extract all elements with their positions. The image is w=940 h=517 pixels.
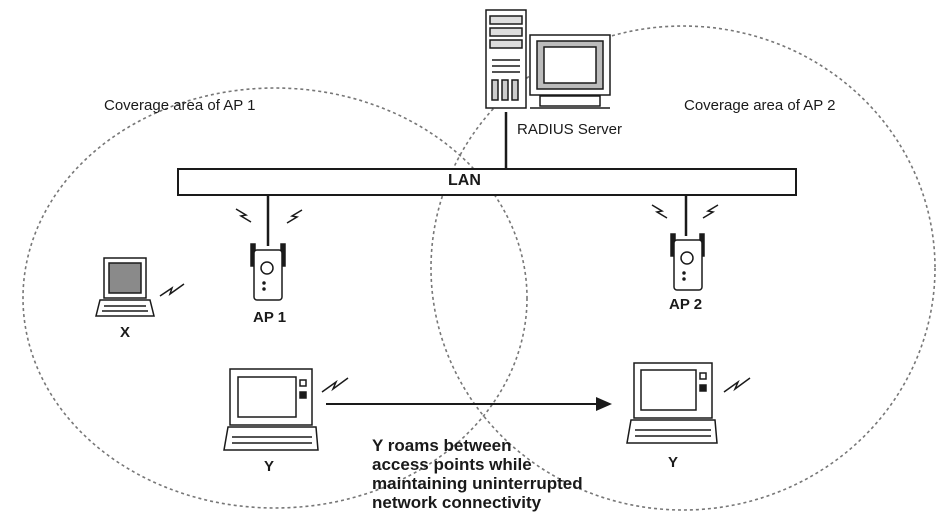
client-y-left-laptop-icon (223, 368, 319, 451)
roaming-arrow-head (596, 397, 612, 411)
lan-label: LAN (448, 172, 481, 189)
coverage-ap2-label: Coverage area of AP 2 (684, 97, 836, 114)
ap1-label: AP 1 (253, 309, 287, 326)
roaming-note-line-1: Y roams between (372, 436, 512, 455)
radius-server-icon (485, 9, 611, 109)
client-x-label: X (120, 324, 131, 341)
roaming-note: Y roams between access points while main… (372, 436, 583, 512)
ap2-device-icon (670, 233, 705, 291)
radius-server-label: RADIUS Server (517, 121, 623, 138)
ap1-signal-icon (235, 208, 303, 224)
client-y-right-label: Y (668, 454, 679, 471)
client-y-left-label: Y (264, 458, 275, 475)
client-x-computer-icon (95, 257, 155, 317)
roaming-note-line-2: access points while (372, 455, 532, 474)
ap1-device-icon (250, 243, 286, 301)
client-y-left-signal-icon (321, 377, 349, 393)
roaming-note-line-4: network connectivity (372, 493, 542, 512)
roaming-note-line-3: maintaining uninterrupted (372, 474, 583, 493)
coverage-ap1-label: Coverage area of AP 1 (104, 97, 256, 114)
client-y-right-signal-icon (723, 377, 751, 393)
coverage-area-ap2 (430, 25, 936, 511)
ap2-label: AP 2 (669, 296, 703, 313)
client-y-right-laptop-icon (626, 362, 718, 444)
client-x-signal-icon (159, 283, 185, 297)
coverage-area-ap1 (22, 87, 528, 509)
ap2-signal-icon (651, 204, 719, 219)
lan-bus (177, 168, 797, 196)
